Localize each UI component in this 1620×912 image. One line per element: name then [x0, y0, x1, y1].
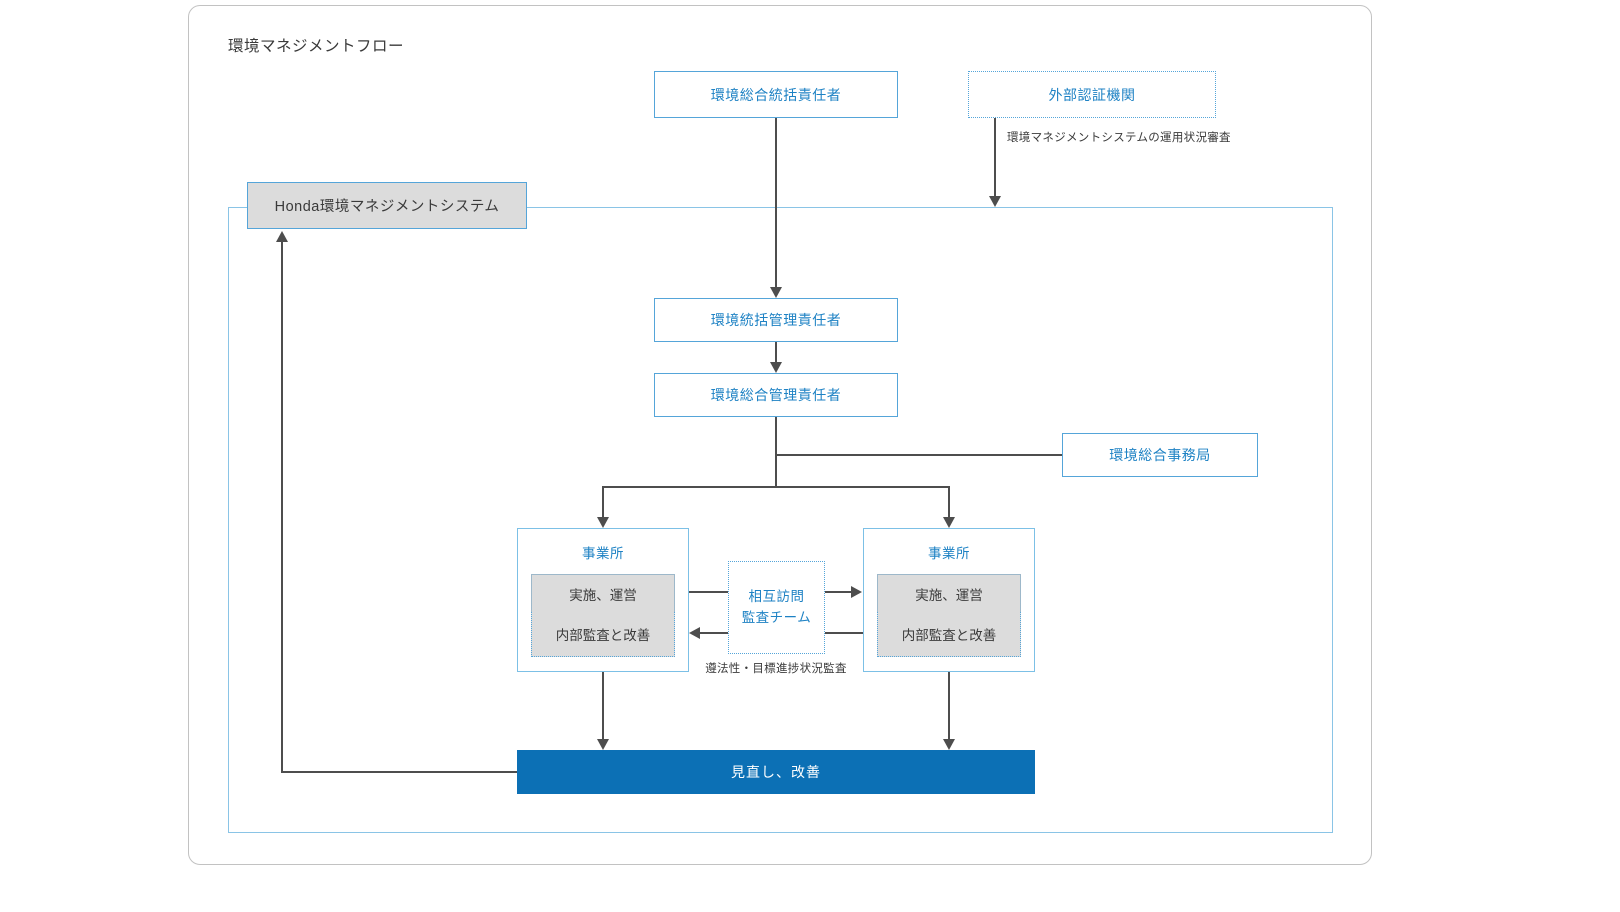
- arrowhead-down: [943, 739, 955, 750]
- node-label-line1: 相互訪問: [748, 588, 805, 604]
- arrowhead-up: [276, 231, 288, 242]
- external-audit-caption: 環境マネジメントシステムの運用状況審査: [1007, 132, 1231, 144]
- node-label: 環境統括管理責任者: [710, 312, 842, 328]
- site-title: 事業所: [582, 546, 624, 561]
- site-title: 事業所: [928, 546, 970, 561]
- connector-mutual-top-right: [825, 591, 851, 593]
- connector-feedback-vertical: [281, 242, 283, 773]
- node-label: 環境総合統括責任者: [710, 86, 842, 103]
- connector-to-secretariat: [776, 454, 1062, 456]
- node-label-line2: 監査チーム: [741, 609, 812, 625]
- node-label: 外部認証機関: [1048, 86, 1136, 103]
- mutual-audit-caption: 遵法性・目標進捗状況監査: [705, 663, 847, 675]
- arrowhead-down: [597, 517, 609, 528]
- ems-system-label: Honda環境マネジメントシステム: [274, 199, 500, 215]
- connector-general-to-branch: [775, 417, 777, 488]
- connector-feedback-horizontal: [282, 771, 517, 773]
- connector-external-to-boundary: [994, 118, 996, 197]
- node-mutual-visit-audit-team: 相互訪問 監査チーム: [728, 561, 825, 654]
- arrowhead-down: [770, 362, 782, 373]
- site-implementation-box: 実施、運営: [877, 574, 1021, 613]
- arrowhead-left: [689, 627, 700, 639]
- connector-branch-to-left-site: [602, 486, 604, 518]
- node-review-improvement: 見直し、改善: [517, 750, 1035, 794]
- ems-system-label-box: Honda環境マネジメントシステム: [247, 182, 527, 229]
- node-label: 環境総合事務局: [1109, 447, 1211, 463]
- arrowhead-right: [851, 586, 862, 598]
- ems-boundary-frame: [228, 207, 1333, 833]
- node-label: 環境総合管理責任者: [710, 387, 842, 403]
- node-label: 見直し、改善: [731, 764, 821, 780]
- node-site-right: 事業所 実施、運営 内部監査と改善: [863, 528, 1035, 672]
- node-chief-environmental-officer: 環境総合統括責任者: [654, 71, 898, 118]
- connector-mutual-bottom-right: [825, 632, 863, 634]
- connector-branch-horizontal: [602, 486, 950, 488]
- node-external-certification-body: 外部認証機関: [968, 71, 1216, 118]
- node-general-environmental-manager: 環境総合管理責任者: [654, 373, 898, 417]
- arrowhead-down: [770, 287, 782, 298]
- arrowhead-down: [989, 196, 1001, 207]
- node-environmental-secretariat: 環境総合事務局: [1062, 433, 1258, 477]
- site-internal-audit-box: 内部監査と改善: [877, 612, 1021, 657]
- connector-mutual-bottom-left: [700, 632, 728, 634]
- diagram-title: 環境マネジメントフロー: [228, 38, 405, 55]
- connector-right-site-to-review: [948, 672, 950, 739]
- connector-mutual-top-left: [689, 591, 728, 593]
- connector-chief-to-supervising: [775, 118, 777, 292]
- site-implementation-box: 実施、運営: [531, 574, 675, 613]
- connector-branch-to-right-site: [948, 486, 950, 518]
- arrowhead-down: [943, 517, 955, 528]
- site-internal-audit-box: 内部監査と改善: [531, 612, 675, 657]
- node-site-left: 事業所 実施、運営 内部監査と改善: [517, 528, 689, 672]
- connector-left-site-to-review: [602, 672, 604, 739]
- node-supervising-environmental-manager: 環境統括管理責任者: [654, 298, 898, 342]
- connector-supervising-to-general: [775, 342, 777, 363]
- arrowhead-down: [597, 739, 609, 750]
